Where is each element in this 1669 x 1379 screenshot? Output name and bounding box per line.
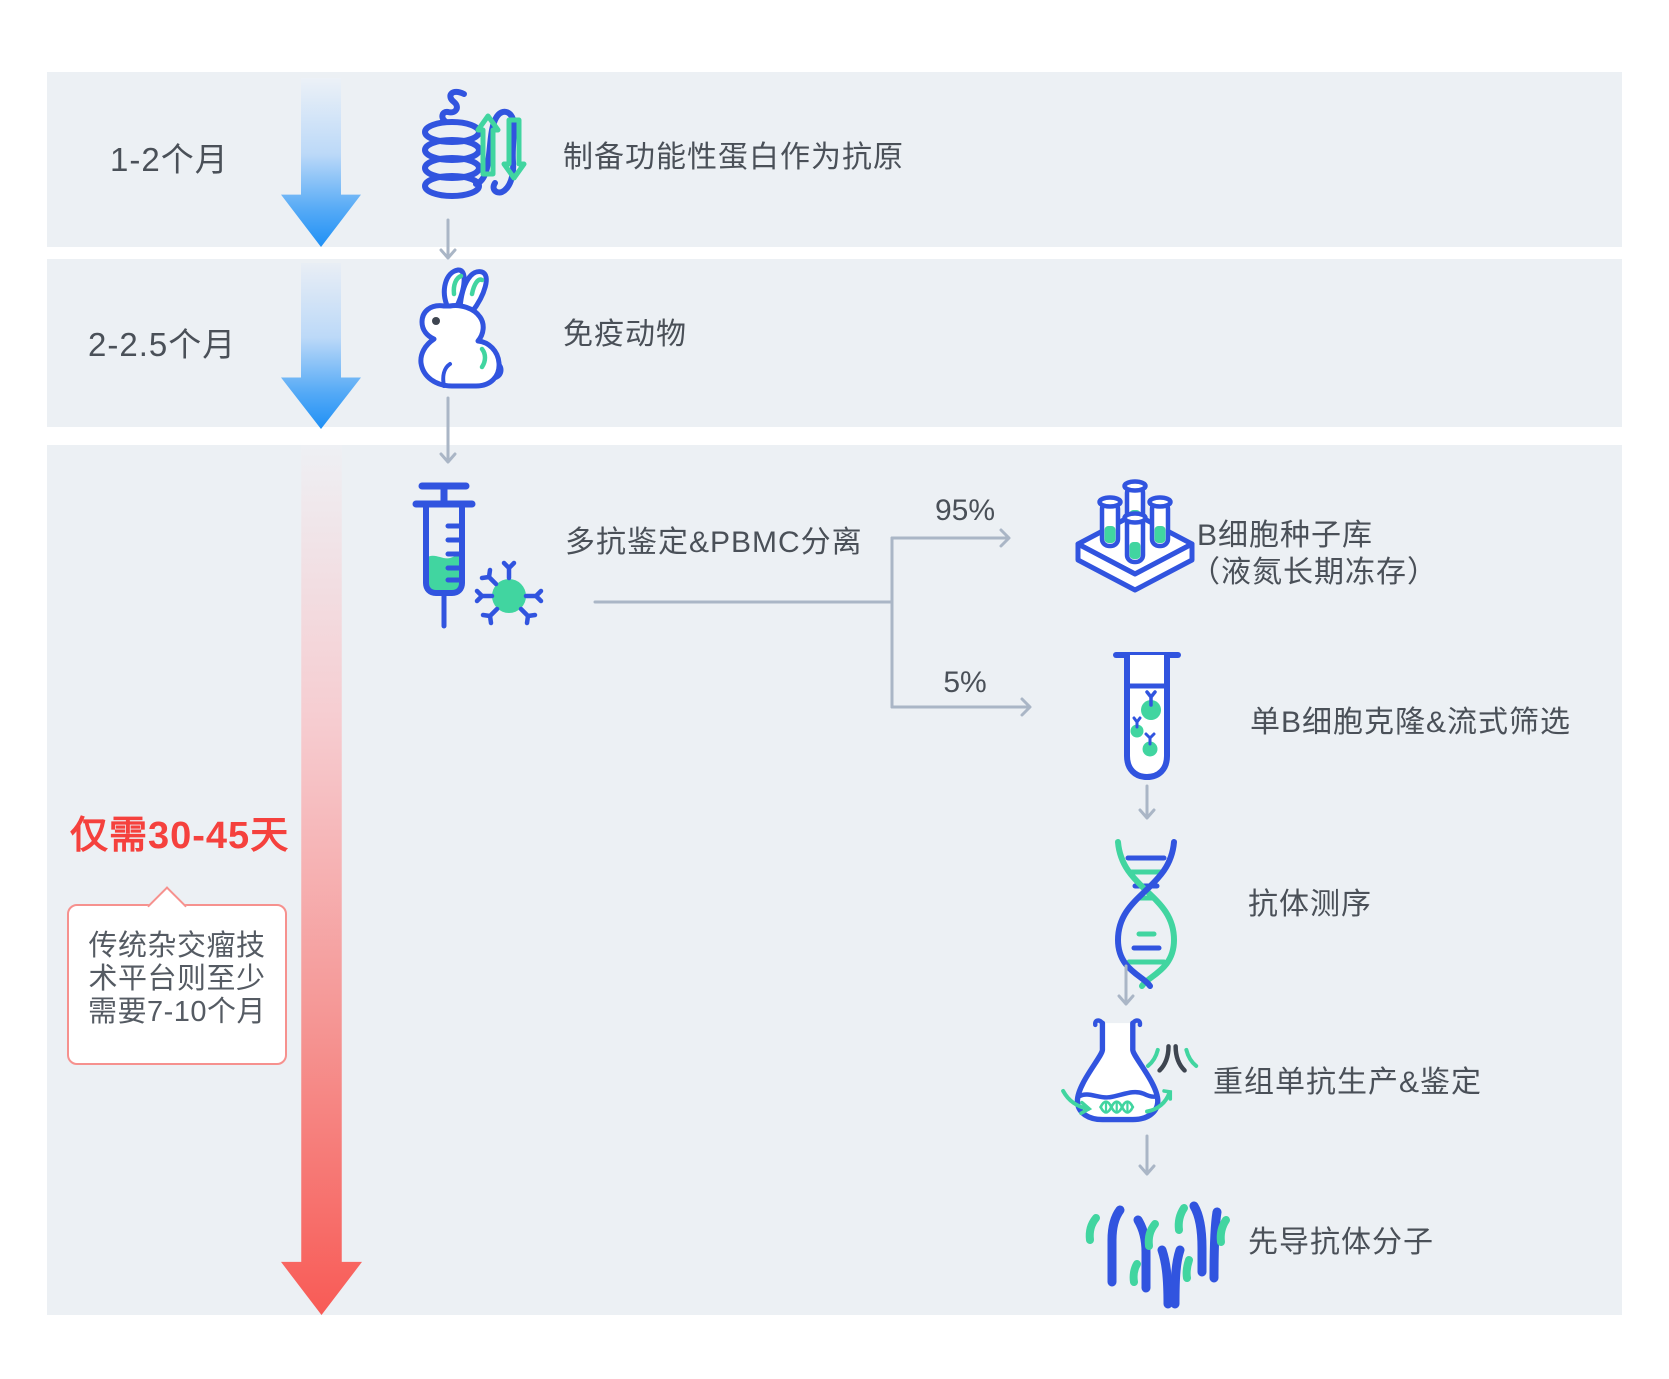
phase1-duration: 1-2个月 — [110, 141, 229, 178]
comparison-note-text: 传统杂交瘤技术平台则至少需要7-10个月 — [87, 930, 267, 1028]
test-tube-icon — [1113, 646, 1181, 788]
phase2-band — [47, 259, 1622, 427]
connector-arrow-4 — [1117, 964, 1135, 1012]
connector-arrow-2 — [439, 396, 457, 470]
step-production-label: 重组单抗生产&鉴定 — [1213, 1066, 1483, 1099]
step-sequencing-label: 抗体测序 — [1248, 888, 1372, 921]
phase2-duration: 2-2.5个月 — [88, 326, 237, 363]
connector-arrow-3 — [1138, 784, 1156, 826]
phase2-step-label: 免疫动物 — [563, 318, 687, 351]
branch-5-label: 单B细胞克隆&流式筛选 — [1250, 706, 1572, 739]
syringe-icon — [408, 476, 544, 634]
protein-icon — [396, 86, 530, 216]
antibody-icon — [1076, 1192, 1230, 1309]
branch-95-label: B细胞种子库 （液氮长期冻存） — [1190, 517, 1438, 591]
branch-connector-lines — [588, 493, 1068, 728]
phase1-step-label: 制备功能性蛋白作为抗原 — [563, 141, 904, 174]
branch-95-percent: 95% — [934, 494, 996, 527]
comparison-note-callout: 传统杂交瘤技术平台则至少需要7-10个月 — [67, 886, 287, 1065]
flask-icon — [1056, 1014, 1206, 1126]
branch-95-label-line1: B细胞种子库 — [1197, 519, 1374, 552]
phase3-duration-highlight: 仅需30-45天 — [70, 815, 290, 857]
branch-5-percent: 5% — [943, 666, 987, 699]
phase3-step-label: 多抗鉴定&PBMC分离 — [565, 526, 863, 559]
tube-rack-icon — [1068, 468, 1202, 606]
rabbit-icon — [392, 264, 508, 394]
dna-icon — [1106, 838, 1186, 989]
connector-arrow-1 — [439, 218, 457, 266]
step-lead-label: 先导抗体分子 — [1248, 1226, 1434, 1259]
connector-arrow-5 — [1138, 1134, 1156, 1182]
virus-icon — [492, 579, 526, 613]
branch-95-label-line2: （液氮长期冻存） — [1190, 556, 1438, 589]
